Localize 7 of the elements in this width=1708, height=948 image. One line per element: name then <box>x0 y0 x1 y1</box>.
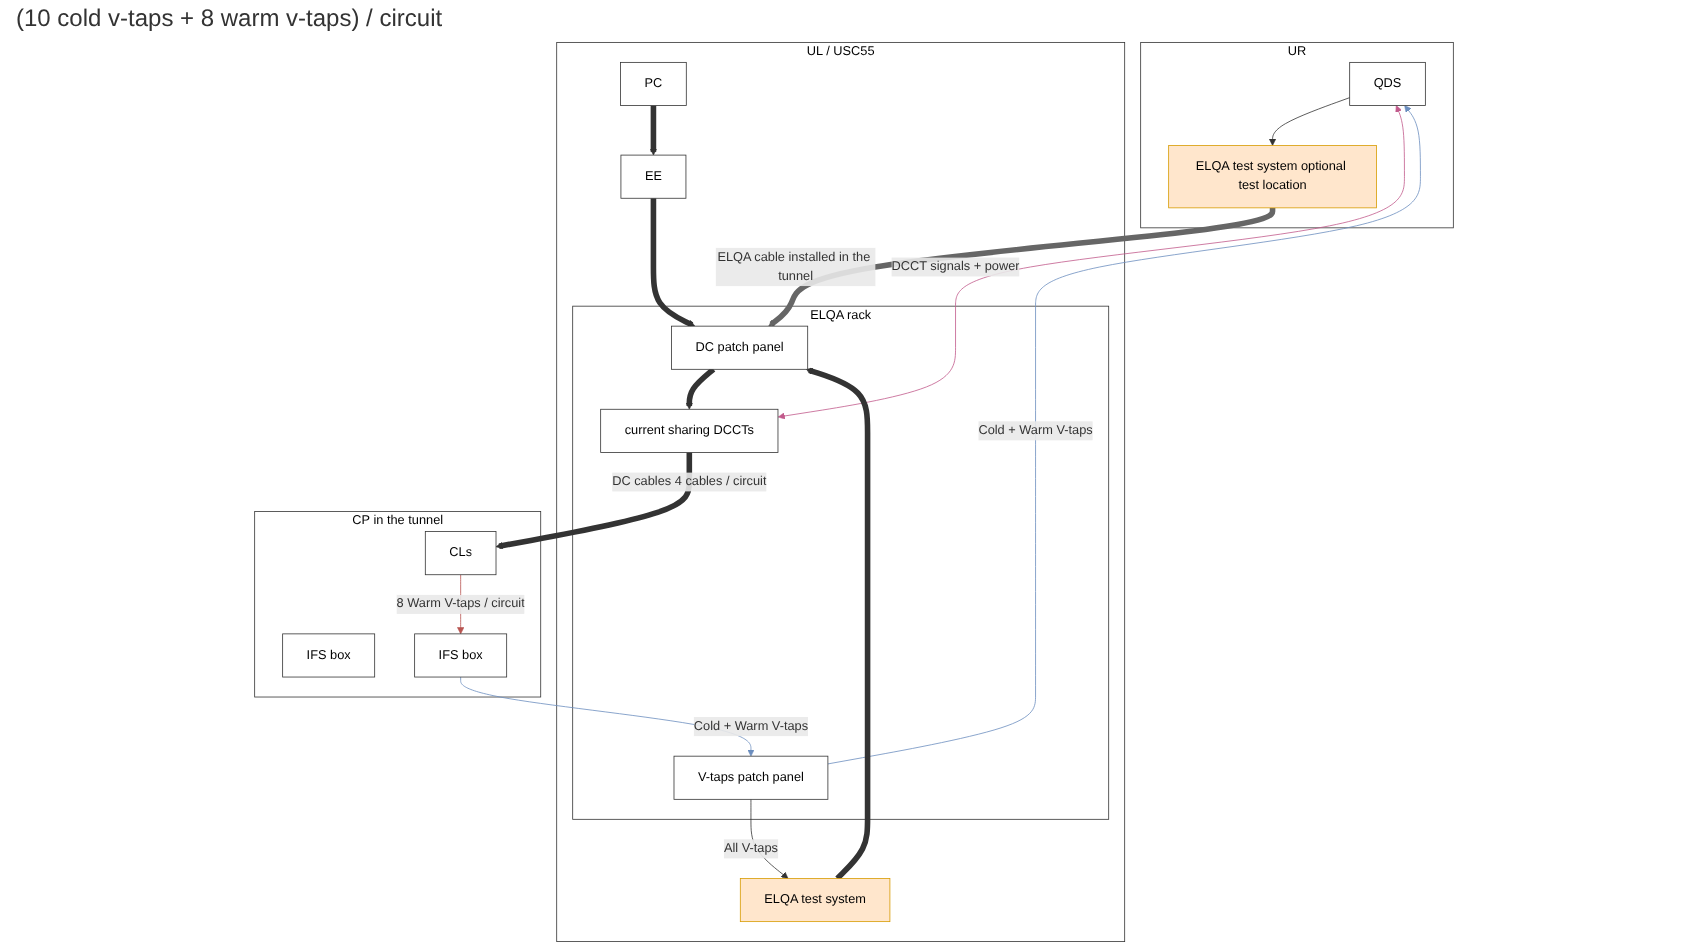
arrow <box>768 207 1276 327</box>
arrow <box>685 367 716 410</box>
arrow <box>805 367 871 881</box>
arrow <box>650 198 696 328</box>
note-text: (10 cold v-taps + 8 warm v-taps) / circuit <box>16 4 445 32</box>
arrow <box>649 105 657 156</box>
arrow <box>495 452 693 550</box>
